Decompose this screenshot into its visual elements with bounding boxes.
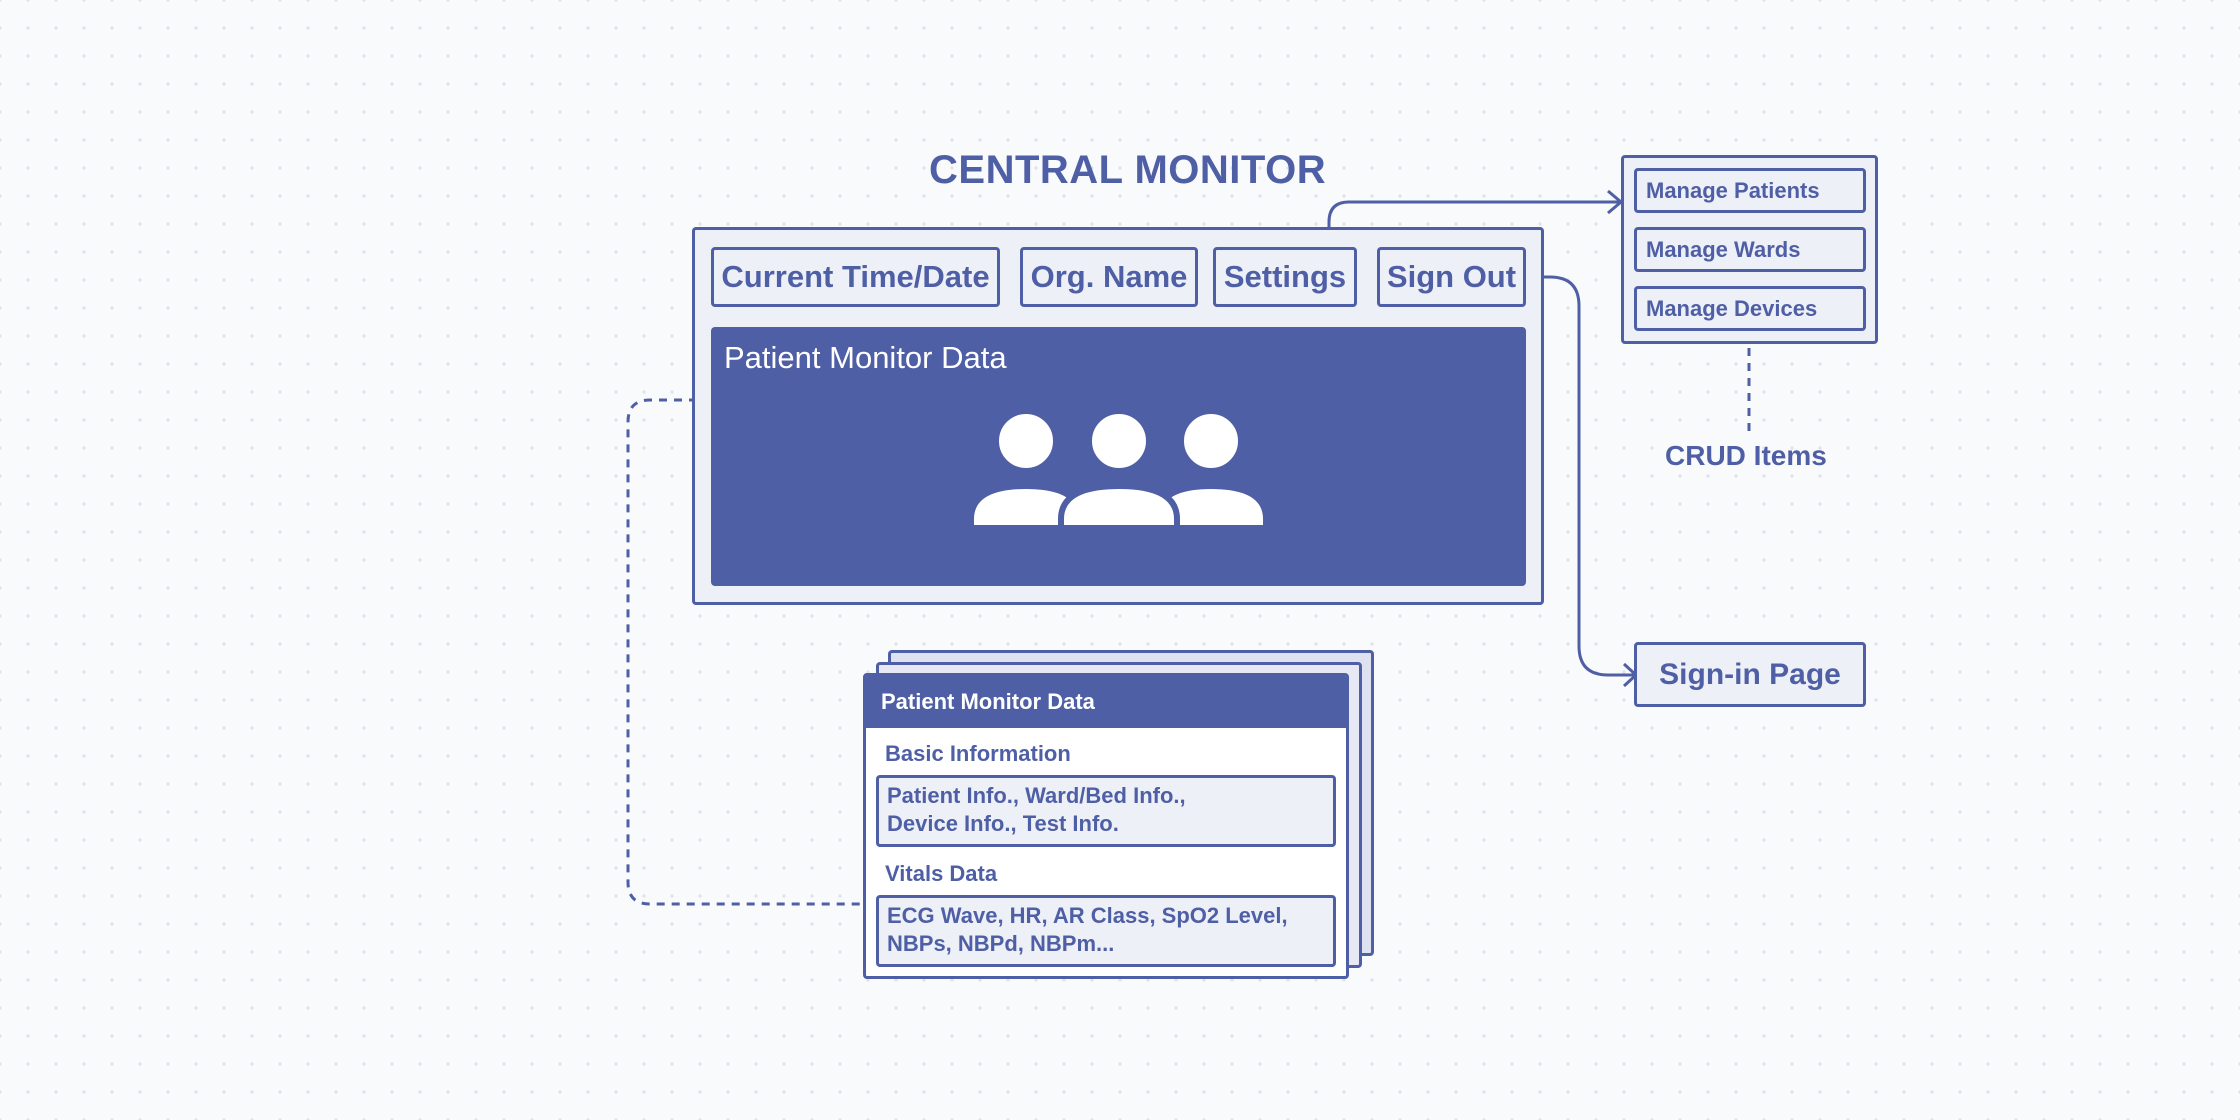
manage-wards-item[interactable]: Manage Wards <box>1634 227 1866 272</box>
patient-monitor-detail-card: Patient Monitor Data Basic Information P… <box>863 673 1349 979</box>
basic-info-line-1: Patient Info., Ward/Bed Info., <box>887 783 1186 808</box>
group-icon <box>971 411 1269 531</box>
crud-items-label: CRUD Items <box>1665 440 1827 471</box>
page-title: CENTRAL MONITOR <box>929 148 1327 192</box>
basic-info-line-2: Device Info., Test Info. <box>887 811 1119 836</box>
patient-monitor-panel[interactable]: Patient Monitor Data <box>711 327 1526 586</box>
vitals-line-1: ECG Wave, HR, AR Class, SpO2 Level, <box>887 903 1288 928</box>
sign-out-button[interactable]: Sign Out <box>1377 247 1526 307</box>
basic-information-box: Patient Info., Ward/Bed Info., Device In… <box>876 775 1336 847</box>
sign-in-page-box[interactable]: Sign-in Page <box>1634 642 1866 707</box>
detail-card-header: Patient Monitor Data <box>866 676 1346 728</box>
time-date-button[interactable]: Current Time/Date <box>711 247 1000 307</box>
detail-card-header-text: Patient Monitor Data <box>881 689 1095 714</box>
manage-devices-item[interactable]: Manage Devices <box>1634 286 1866 331</box>
org-name-button[interactable]: Org. Name <box>1020 247 1198 307</box>
basic-information-label: Basic Information <box>885 741 1071 766</box>
vitals-data-box: ECG Wave, HR, AR Class, SpO2 Level, NBPs… <box>876 895 1336 967</box>
patient-monitor-panel-title: Patient Monitor Data <box>724 340 1007 375</box>
manage-patients-item[interactable]: Manage Patients <box>1634 168 1866 213</box>
settings-arrowhead <box>1607 189 1624 215</box>
vitals-data-label: Vitals Data <box>885 861 998 886</box>
vitals-line-2: NBPs, NBPd, NBPm... <box>887 931 1115 956</box>
settings-button[interactable]: Settings <box>1213 247 1357 307</box>
